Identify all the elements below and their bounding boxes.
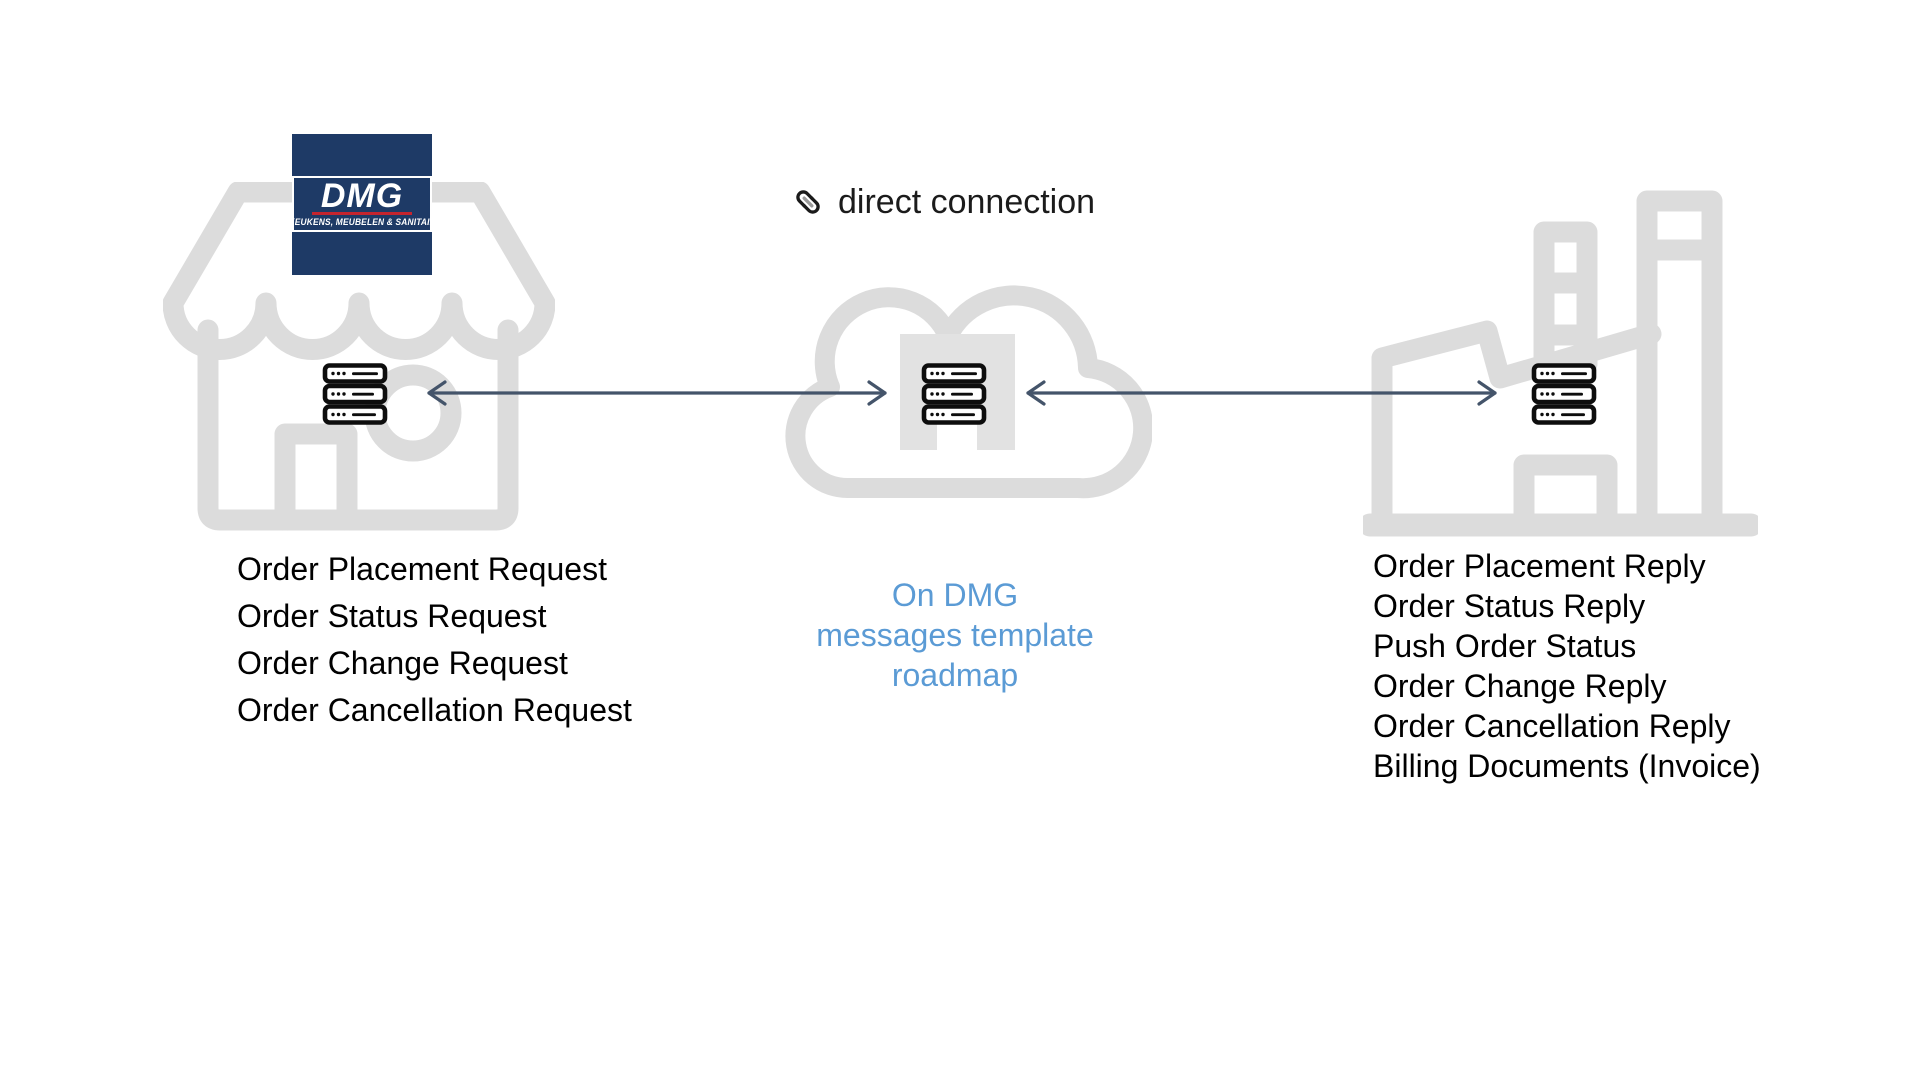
direct-connection-label: direct connection — [789, 182, 1095, 222]
message-line: Order Status Reply — [1373, 588, 1646, 624]
message-line: Order Cancellation Reply — [1373, 708, 1731, 744]
cloud-caption: On DMG messages template roadmap — [775, 575, 1135, 695]
message-line: Order Cancellation Request — [237, 692, 632, 728]
message-line: Order Placement Reply — [1373, 548, 1706, 584]
dmg-logo-redline — [311, 212, 413, 215]
message-line: Order Change Reply — [1373, 668, 1667, 704]
dmg-logo-title: DMG — [320, 177, 404, 215]
caption-line: On DMG — [891, 577, 1019, 613]
server-stack-icon — [322, 363, 388, 425]
dmg-logo-subtitle: KEUKENS, MEUBELEN & SANITAIR — [288, 217, 436, 227]
message-line: Order Placement Request — [237, 551, 607, 587]
direct-connection-text: direct connection — [838, 183, 1096, 221]
message-line: Billing Documents (Invoice) — [1373, 748, 1761, 784]
dmg-logo-band: DMG KEUKENS, MEUBELEN & SANITAIR — [288, 176, 436, 232]
message-line: Order Change Request — [237, 645, 568, 681]
server-stack-icon — [921, 363, 987, 425]
message-line: Push Order Status — [1373, 628, 1637, 664]
dmg-logo: DMG KEUKENS, MEUBELEN & SANITAIR — [288, 134, 436, 275]
server-stack-icon — [1531, 363, 1597, 425]
message-line: Order Status Request — [237, 598, 547, 634]
caption-line: roadmap — [891, 657, 1019, 693]
link-icon — [796, 190, 820, 214]
caption-line: messages template — [816, 617, 1094, 653]
